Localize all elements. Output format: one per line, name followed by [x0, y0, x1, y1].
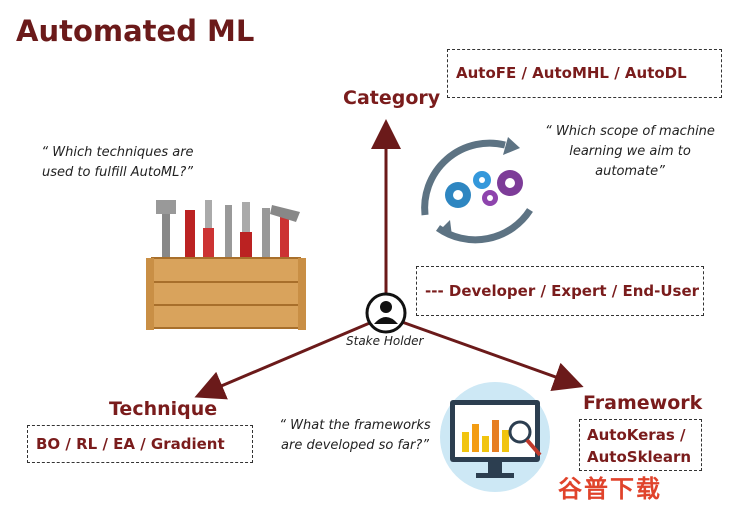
page-title: Automated ML [16, 14, 255, 48]
toolbox-icon [146, 200, 306, 330]
category-box-text: AutoFE / AutoMHL / AutoDL [456, 64, 687, 82]
monitor-chart-icon [440, 382, 550, 492]
framework-box: AutoKeras / AutoSklearn [579, 419, 702, 471]
technique-heading: Technique [109, 398, 218, 420]
watermark: 谷普下载 [558, 475, 662, 503]
technique-box: BO / RL / EA / Gradient [27, 425, 253, 463]
technique-quote: “ Which techniques are used to fulfill A… [41, 145, 194, 180]
framework-quote: “ What the frameworks are developed so f… [279, 418, 431, 453]
users-box-text: --- Developer / Expert / End-User [425, 282, 700, 300]
framework-box-line1: AutoKeras / [587, 426, 686, 444]
stake-holder-label: Stake Holder [346, 334, 424, 348]
users-box: --- Developer / Expert / End-User [416, 266, 704, 316]
gears-cycle-icon [421, 137, 533, 244]
category-box: AutoFE / AutoMHL / AutoDL [447, 49, 722, 98]
technique-box-text: BO / RL / EA / Gradient [36, 435, 225, 453]
category-quote: “ Which scope of machine learning we aim… [545, 124, 715, 179]
user-icon [365, 292, 407, 334]
framework-heading: Framework [583, 392, 703, 414]
arrow-to-framework [401, 320, 584, 392]
category-heading: Category [343, 87, 441, 109]
arrow-to-technique [194, 320, 373, 400]
framework-box-line2: AutoSklearn [587, 448, 692, 466]
